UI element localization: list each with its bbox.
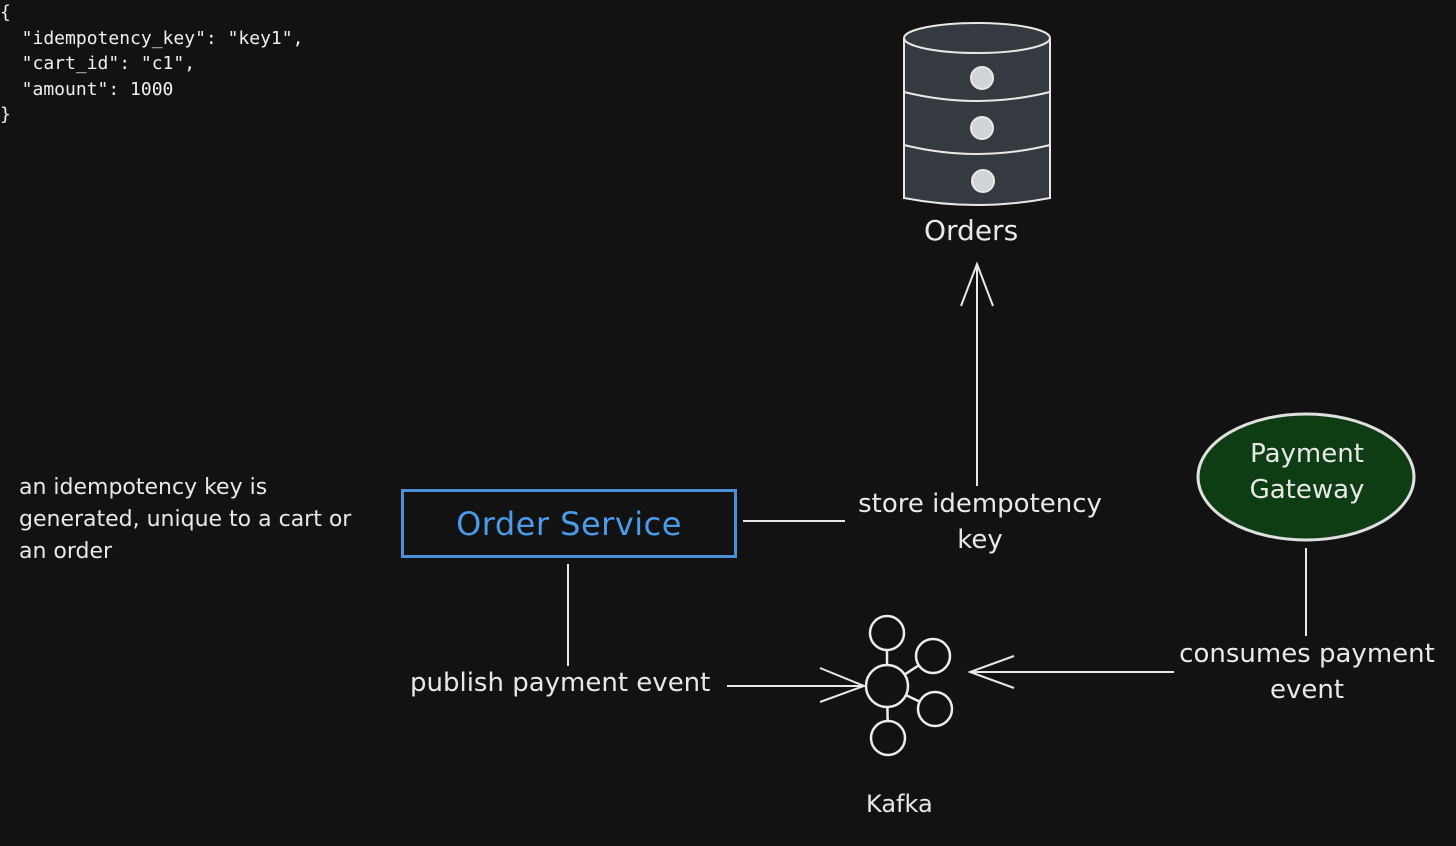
order-service-label: Order Service bbox=[456, 504, 682, 543]
payload-line: } bbox=[0, 104, 11, 125]
payload-line: "cart_id": "c1", bbox=[0, 53, 196, 74]
kafka-label: Kafka bbox=[866, 790, 933, 818]
payload-line: "idempotency_key": "key1", bbox=[0, 27, 304, 49]
order-service-node[interactable]: Order Service bbox=[401, 489, 737, 558]
consumes-payment-event-label: consumes payment event bbox=[1179, 639, 1435, 705]
store-idempotency-key-label: store idempotency key bbox=[858, 489, 1102, 555]
arrow-to-orders bbox=[960, 261, 994, 486]
payload-line: { bbox=[0, 2, 11, 23]
arrow-consumes-to-kafka bbox=[967, 655, 1174, 689]
arrow-publish-to-kafka bbox=[727, 667, 867, 703]
orders-label: Orders bbox=[924, 214, 1019, 247]
payload-line: "amount": 1000 bbox=[0, 78, 174, 100]
payment-gateway-node[interactable] bbox=[1196, 412, 1416, 542]
payment-gateway-label: Payment Gateway bbox=[1249, 439, 1365, 505]
idempotency-note: an idempotency key is generated, unique … bbox=[19, 475, 352, 564]
orders-database-icon[interactable] bbox=[903, 22, 1051, 206]
payload-json-block: { "idempotency_key": "key1", "cart_id": … bbox=[0, 0, 1456, 128]
publish-payment-event-label: publish payment event bbox=[410, 668, 711, 698]
kafka-icon[interactable] bbox=[864, 614, 954, 757]
